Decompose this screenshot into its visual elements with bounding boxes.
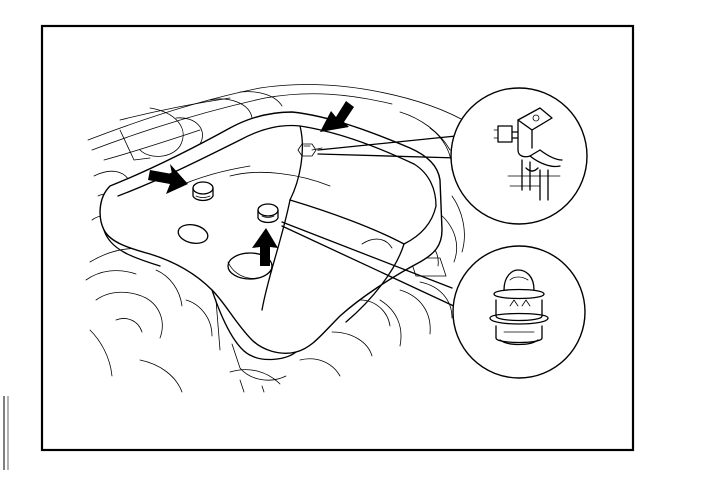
crop-mark [3, 396, 9, 470]
callout-clip-rear [450, 87, 588, 225]
arrow-front-grommet [252, 228, 278, 266]
leader-lines [281, 135, 459, 309]
arrow-rear-clip [320, 101, 354, 132]
left-grommet-fastener [192, 181, 214, 202]
rubber-grommet-icon [489, 269, 549, 346]
engine-cover [99, 111, 443, 381]
callout-grommet-front [452, 245, 586, 379]
arrow-left-grommet [148, 164, 188, 194]
rear-clip-fastener [297, 143, 323, 157]
front-grommet-fastener [257, 203, 279, 224]
clip-bracket-icon [493, 107, 563, 201]
